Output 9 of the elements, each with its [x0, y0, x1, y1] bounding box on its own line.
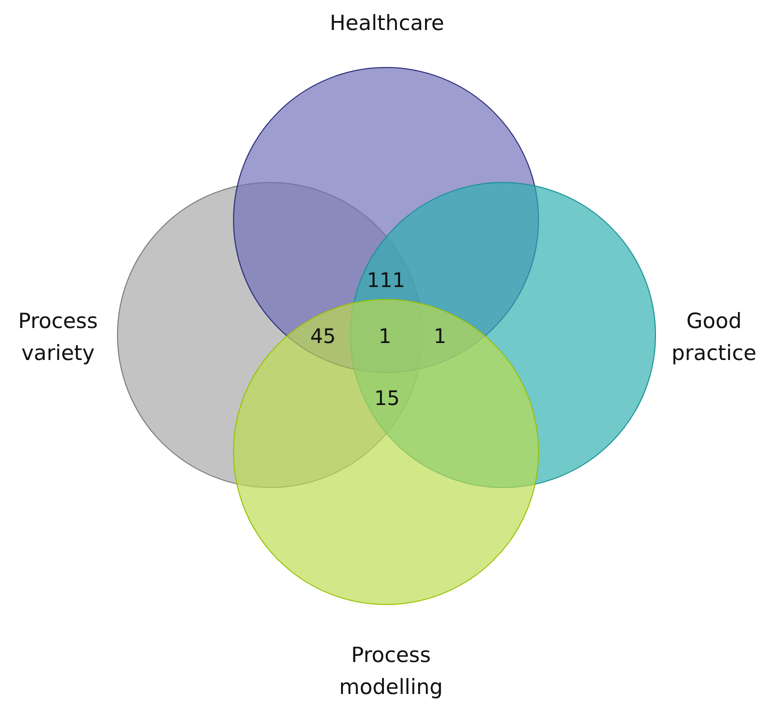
set-label: Process modelling — [338, 642, 444, 701]
set-label: Good practice — [670, 308, 758, 367]
set-label: Process variety — [17, 308, 99, 367]
count-label: 15 — [374, 386, 400, 410]
count-label: 1 — [434, 324, 446, 348]
set-label: Healthcare — [328, 10, 446, 37]
count-label: 1 — [378, 324, 392, 348]
count-label: 45 — [310, 324, 336, 348]
count-label: 111 — [366, 268, 406, 292]
